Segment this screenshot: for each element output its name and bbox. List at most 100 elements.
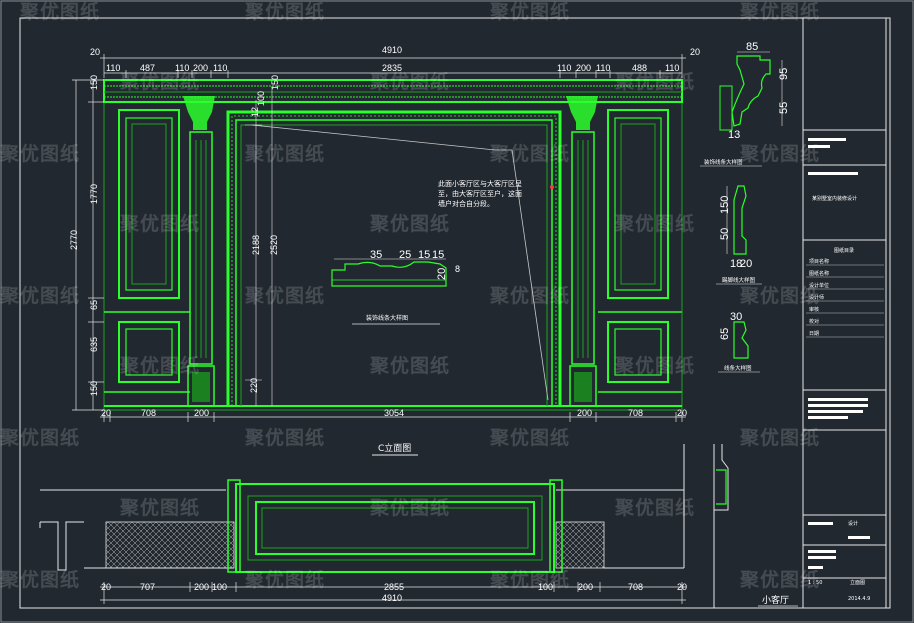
title-sheet: 立面图: [850, 579, 865, 586]
svg-text:2188: 2188: [251, 235, 261, 255]
moulding-label: 装饰线条大样图: [366, 314, 408, 322]
watermark-text: 聚优图纸: [19, 0, 100, 23]
watermark-text: 聚优图纸: [614, 496, 695, 519]
top-dim-center: 2835: [382, 63, 402, 73]
annotation-note: 此面小客厅区与大客厅区呈 至，由大客厅区至户，这面 墙户对合自分段。: [438, 179, 522, 208]
mould-dim-6: 20: [436, 268, 448, 280]
svg-text:65: 65: [719, 328, 731, 340]
watermark-text: 聚优图纸: [119, 70, 200, 93]
watermark-text: 聚优图纸: [369, 496, 450, 519]
left-column: [183, 96, 215, 407]
mould-dim-2: 25: [399, 249, 411, 261]
title-field: 项目名称: [809, 258, 829, 265]
svg-text:20: 20: [101, 408, 111, 418]
elevation-title: C立面图: [378, 442, 411, 454]
svg-text:65: 65: [89, 300, 99, 310]
watermark-text: 聚优图纸: [739, 426, 820, 449]
svg-text:708: 708: [628, 582, 643, 592]
svg-text:1770: 1770: [89, 184, 99, 204]
watermark-text: 聚优图纸: [119, 354, 200, 377]
top-dimensions: [100, 54, 686, 78]
top-dim-left-margin: 20: [90, 47, 100, 57]
elevation-c: 此面小客厅区与大客厅区呈 至，由大客厅区至户，这面 墙户对合自分段。 35 25…: [69, 45, 700, 456]
title-date: 2014.4.9: [848, 596, 870, 602]
mould-dim-3: 15: [418, 249, 430, 261]
watermark-text: 聚优图纸: [119, 212, 200, 235]
svg-text:50: 50: [719, 228, 731, 240]
moulding-section-detail: 35 25 15 15 8 20 装饰线条大样图: [331, 249, 460, 325]
svg-text:100: 100: [212, 582, 227, 592]
watermark-text: 聚优图纸: [369, 70, 450, 93]
svg-text:488: 488: [632, 63, 647, 73]
left-dim-total: 2770: [69, 230, 79, 250]
title-field: 图纸名称: [809, 270, 829, 277]
title-field: 日期: [809, 331, 819, 337]
watermark-text: 聚优图纸: [489, 284, 570, 307]
svg-text:30: 30: [730, 311, 742, 323]
watermark-text: 聚优图纸: [0, 142, 80, 165]
watermark-text: 聚优图纸: [244, 426, 325, 449]
svg-text:707: 707: [140, 582, 155, 592]
top-dim-overall: 4910: [382, 45, 402, 55]
watermark-text: 聚优图纸: [244, 568, 325, 591]
detail-3-small-moulding: 30 65 线条大样图: [718, 311, 760, 373]
svg-text:13: 13: [728, 129, 740, 141]
svg-text:150: 150: [719, 196, 731, 214]
watermark-text: 聚优图纸: [244, 284, 325, 307]
svg-text:708: 708: [628, 408, 643, 418]
svg-text:85: 85: [746, 41, 758, 53]
watermark-text: 聚优图纸: [739, 0, 820, 23]
detail-2-skirting: 150 50 18 20 踢脚线大样图: [716, 185, 762, 285]
svg-text:150: 150: [89, 75, 99, 90]
plan-title: 小客厅: [762, 594, 789, 606]
svg-text:至，由大客厅区至户，这面: 至，由大客厅区至户，这面: [438, 189, 522, 198]
svg-text:线条大样图: 线条大样图: [724, 364, 752, 372]
right-column: [566, 96, 598, 407]
mould-dim-1: 35: [370, 249, 382, 261]
svg-text:200: 200: [577, 408, 592, 418]
left-dimensions: [72, 79, 104, 411]
svg-text:110: 110: [175, 63, 189, 73]
watermark-text: 聚优图纸: [739, 142, 820, 165]
svg-text:踢脚线大样图: 踢脚线大样图: [722, 276, 756, 284]
svg-text:100: 100: [256, 91, 266, 106]
svg-text:200: 200: [193, 63, 208, 73]
title-label: 图纸目录: [834, 247, 854, 254]
svg-text:18: 18: [730, 258, 742, 270]
title-scale: 1 : 50: [808, 580, 822, 586]
watermark-text: 聚优图纸: [0, 426, 80, 449]
watermark-text: 聚优图纸: [369, 354, 450, 377]
svg-text:12: 12: [250, 107, 260, 117]
watermark-text: 聚优图纸: [614, 354, 695, 377]
title-field: 审核: [809, 306, 819, 313]
svg-text:110: 110: [557, 63, 571, 73]
watermark-text: 聚优图纸: [244, 142, 325, 165]
title-field: 设计单位: [809, 282, 829, 289]
title-field: 校对: [809, 318, 819, 325]
mould-dim-5: 8: [455, 264, 460, 274]
inner-frame: [19, 17, 891, 609]
watermark-text: 聚优图纸: [614, 212, 695, 235]
watermark-text: 聚优图纸: [739, 568, 820, 591]
mould-dim-4: 15: [432, 249, 444, 261]
svg-text:2855: 2855: [384, 582, 404, 592]
plan-view: 20 707 200 100 2855 100 200 708 20 4910 …: [39, 444, 798, 608]
svg-text:20: 20: [101, 582, 111, 592]
watermark-text: 聚优图纸: [489, 426, 570, 449]
watermark-text: 聚优图纸: [739, 284, 820, 307]
svg-text:3054: 3054: [384, 408, 404, 418]
title-designer: 设计: [848, 520, 858, 527]
watermark-text: 聚优图纸: [119, 496, 200, 519]
watermark-text: 聚优图纸: [0, 568, 80, 591]
svg-text:110: 110: [213, 63, 227, 73]
svg-text:708: 708: [141, 408, 156, 418]
svg-text:此面小客厅区与大客厅区呈: 此面小客厅区与大客厅区呈: [438, 179, 522, 188]
title-project: 某别墅室内装修设计: [812, 195, 857, 202]
title-field: 设计师: [809, 294, 824, 301]
watermark-text: 聚优图纸: [489, 142, 570, 165]
watermark-text: 聚优图纸: [489, 568, 570, 591]
svg-text:110: 110: [665, 63, 679, 73]
